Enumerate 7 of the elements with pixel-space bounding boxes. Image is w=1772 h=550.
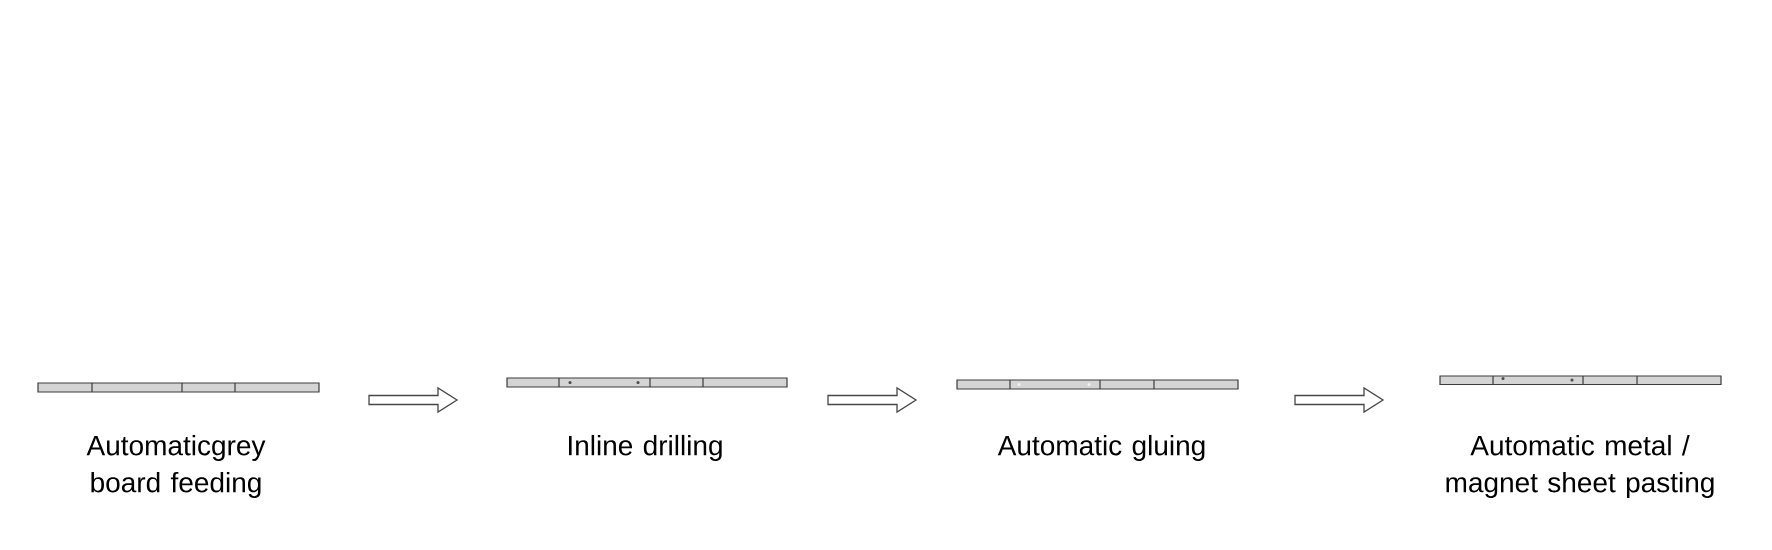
step-label: Automatic metal / magnet sheet pasting (1446, 434, 1714, 498)
step-label: Automatic gluing (997, 434, 1205, 461)
block-arrow (1294, 386, 1385, 414)
step-label: Automaticgrey board feeding (86, 434, 266, 498)
block-arrow (368, 386, 459, 414)
step-label: Inline drilling (569, 434, 722, 461)
block-arrow (827, 386, 918, 414)
